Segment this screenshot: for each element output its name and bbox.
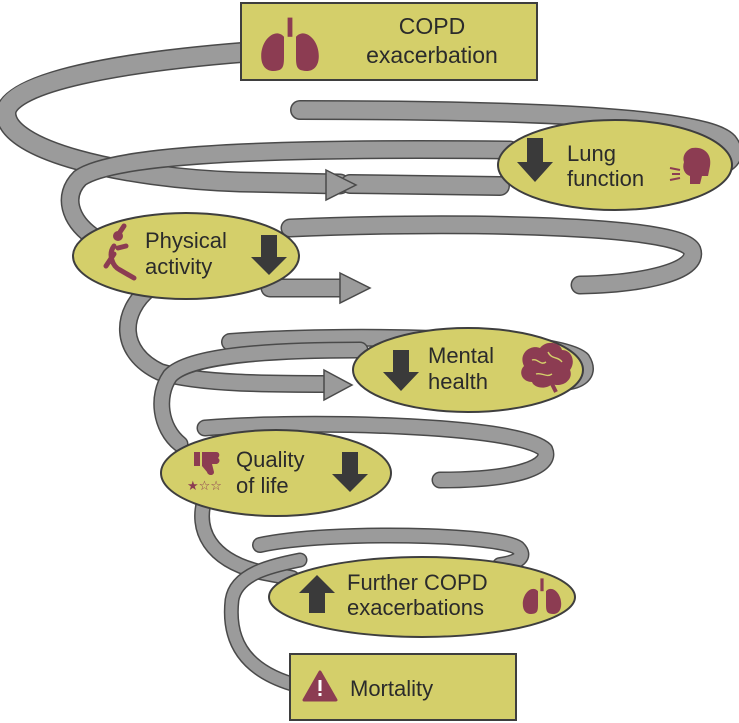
svg-text:★☆☆: ★☆☆ xyxy=(187,479,222,494)
mortality-node: Mortality xyxy=(289,653,517,721)
mortality-label: Mortality xyxy=(350,676,433,701)
quality-of-life-node: ★☆☆ Quality of life xyxy=(160,429,392,517)
thumbs-down-stars-icon: ★☆☆ xyxy=(187,452,222,494)
down-arrow-icon xyxy=(251,235,287,275)
warning-icon xyxy=(302,670,338,702)
lung-function-node: Lung function xyxy=(497,119,733,211)
copd-label-line2: exacerbation xyxy=(366,42,498,68)
down-arrow-icon xyxy=(517,138,553,182)
brain-icon xyxy=(521,342,573,393)
further-exacerbations-line1: Further COPD xyxy=(347,570,488,595)
breathing-head-icon xyxy=(669,147,711,184)
arrowhead-2 xyxy=(339,271,372,305)
down-arrow-icon xyxy=(383,350,419,391)
physical-activity-line1: Physical xyxy=(145,228,227,253)
copd-exacerbation-node: COPD exacerbation xyxy=(240,2,538,81)
copd-label-line1: COPD xyxy=(399,13,465,39)
physical-activity-node: Physical activity xyxy=(72,212,300,300)
mental-health-line2: health xyxy=(428,369,488,394)
lung-function-line1: Lung xyxy=(567,141,616,166)
further-exacerbations-node: Further COPD exacerbations xyxy=(268,556,576,638)
mental-health-line1: Mental xyxy=(428,343,494,368)
quality-of-life-line1: Quality xyxy=(236,447,304,472)
quality-of-life-line2: of life xyxy=(236,473,289,498)
arrowhead-3 xyxy=(323,368,354,402)
ribbon-arrowheads xyxy=(323,168,372,402)
further-exacerbations-line2: exacerbations xyxy=(347,595,484,620)
lung-function-line2: function xyxy=(567,166,644,191)
up-arrow-icon xyxy=(299,575,335,613)
mental-health-node: Mental health xyxy=(352,327,584,413)
down-arrow-icon xyxy=(332,452,368,492)
physical-activity-line2: activity xyxy=(145,254,212,279)
arrowhead-1 xyxy=(325,168,358,202)
spiral-ribbon xyxy=(0,41,739,692)
exercise-person-icon xyxy=(103,223,137,281)
